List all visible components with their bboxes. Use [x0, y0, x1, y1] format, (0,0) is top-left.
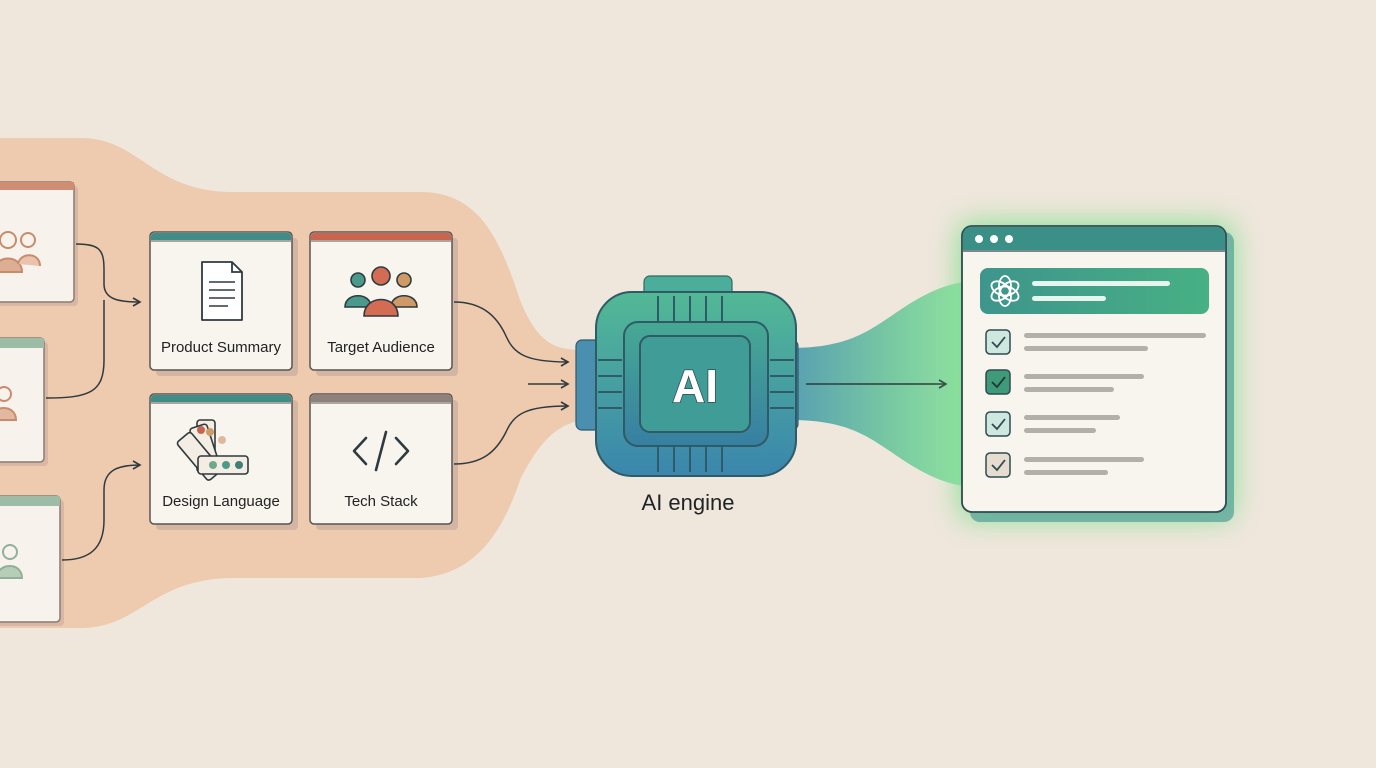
card-design-language[interactable]: Design Language — [149, 393, 298, 530]
checklist-item[interactable] — [985, 452, 1144, 478]
source-card-2 — [0, 337, 48, 466]
header-text-line — [1032, 296, 1106, 301]
openai-logo-icon — [990, 275, 1020, 307]
checkbox[interactable] — [985, 369, 1011, 395]
output-header-bar — [980, 268, 1209, 314]
chip-pins — [598, 296, 794, 472]
checkbox[interactable] — [985, 411, 1011, 437]
checklist-item[interactable] — [985, 369, 1144, 395]
source-card-1 — [0, 181, 78, 306]
checklist-item[interactable] — [985, 329, 1206, 355]
card-label-tech-stack: Tech Stack — [344, 493, 418, 510]
ai-chip-icon: AI — [575, 275, 799, 477]
engine-connectors — [453, 301, 570, 465]
checklist-item[interactable] — [985, 411, 1120, 437]
chip-text: AI — [672, 360, 718, 412]
people-icon — [0, 231, 41, 273]
checkbox[interactable] — [985, 452, 1011, 478]
person-icon — [0, 544, 24, 579]
code-brackets-icon — [352, 430, 410, 472]
checkbox-check-icon — [991, 418, 1006, 431]
card-label-design-language: Design Language — [162, 493, 280, 510]
checkbox-check-icon — [991, 336, 1006, 349]
person-icon — [0, 386, 18, 421]
card-target-audience[interactable]: Target Audience — [309, 231, 458, 376]
document-icon — [201, 261, 243, 321]
window-controls[interactable] — [975, 235, 1013, 243]
checkbox[interactable] — [985, 329, 1011, 355]
header-text-line — [1032, 281, 1170, 286]
card-tech-stack[interactable]: Tech Stack — [309, 393, 458, 530]
color-swatch-icon — [176, 419, 249, 481]
checklist — [985, 329, 1206, 478]
checkbox-check-icon — [991, 376, 1006, 389]
card-label-product-summary: Product Summary — [161, 339, 282, 356]
checkbox-check-icon — [991, 459, 1006, 472]
card-product-summary[interactable]: Product Summary — [149, 231, 298, 376]
output-window — [961, 225, 1234, 522]
source-connectors — [45, 243, 142, 561]
people-group-icon — [344, 266, 418, 317]
source-card-3 — [0, 495, 64, 626]
card-label-target-audience: Target Audience — [327, 339, 435, 356]
engine-label: AI engine — [642, 490, 735, 515]
